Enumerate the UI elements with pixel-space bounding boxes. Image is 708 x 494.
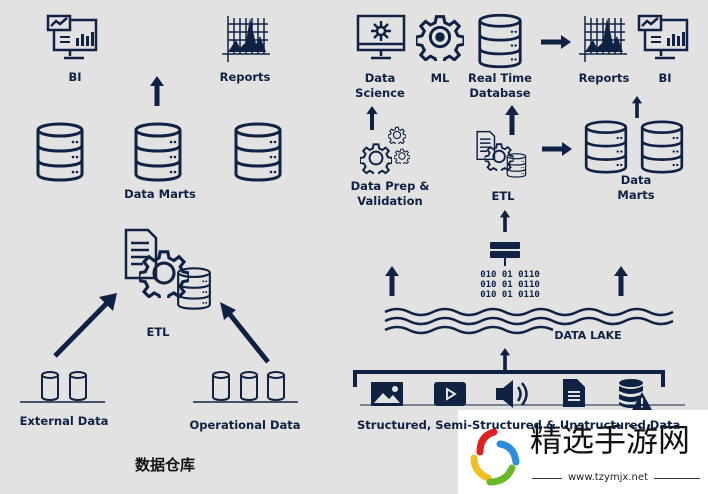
database-warning-icon — [619, 379, 652, 410]
data-marts-line1: Data — [620, 173, 652, 187]
binary-row: 010 01 0110 — [480, 280, 540, 290]
binary-row: 010 01 0110 — [480, 290, 540, 300]
right-reports-label: Reports — [578, 71, 630, 85]
watermark-title: 精选手游网 — [530, 421, 691, 459]
data-prep-label: Data Prep &Validation — [351, 179, 430, 209]
binary-row: 010 01 0110 — [480, 270, 540, 280]
up-arrow-icon — [498, 348, 512, 370]
external-data-label: External Data — [19, 414, 109, 428]
ml-label: ML — [430, 71, 450, 85]
watermark-rule — [654, 478, 700, 479]
left-data-marts-label: Data Marts — [124, 187, 196, 201]
operational-data-label: Operational Data — [189, 418, 301, 432]
data-marts-line2: Marts — [617, 188, 655, 202]
data-sources-label: Structured, Semi-Structured & Unstructur… — [357, 418, 681, 432]
left-reports-label: Reports — [219, 70, 271, 84]
document-icon — [563, 379, 585, 407]
rtdb-line2: Database — [469, 86, 531, 100]
data-prep-line1: Data Prep & — [350, 179, 430, 193]
data-science-line1: Data — [364, 71, 396, 85]
data-prep-line2: Validation — [357, 194, 423, 208]
watermark-url: www.tzymjx.net — [568, 472, 648, 483]
right-etl-label: ETL — [491, 189, 515, 203]
data-science-monitor-icon — [356, 14, 406, 60]
speaker-audio-icon — [496, 380, 528, 408]
data-lake-label: DATA LAKE — [554, 329, 622, 342]
image-icon — [371, 382, 403, 406]
left-etl-label: ETL — [146, 325, 170, 339]
data-warehouse-title: 数据仓库 — [134, 456, 196, 474]
left-bi-label: BI — [68, 70, 82, 84]
video-play-icon — [434, 382, 466, 406]
server-icon — [490, 242, 520, 266]
watermark-logo-icon — [470, 428, 520, 486]
watermark-rule — [532, 478, 562, 479]
data-science-line2: Science — [355, 86, 405, 100]
ml-brain-gear-icon — [416, 13, 464, 61]
watermark-overlay: 精选手游网 www.tzymjx.net — [458, 410, 708, 494]
right-bi-label: BI — [658, 71, 672, 85]
rtdb-line1: Real Time — [468, 71, 532, 85]
